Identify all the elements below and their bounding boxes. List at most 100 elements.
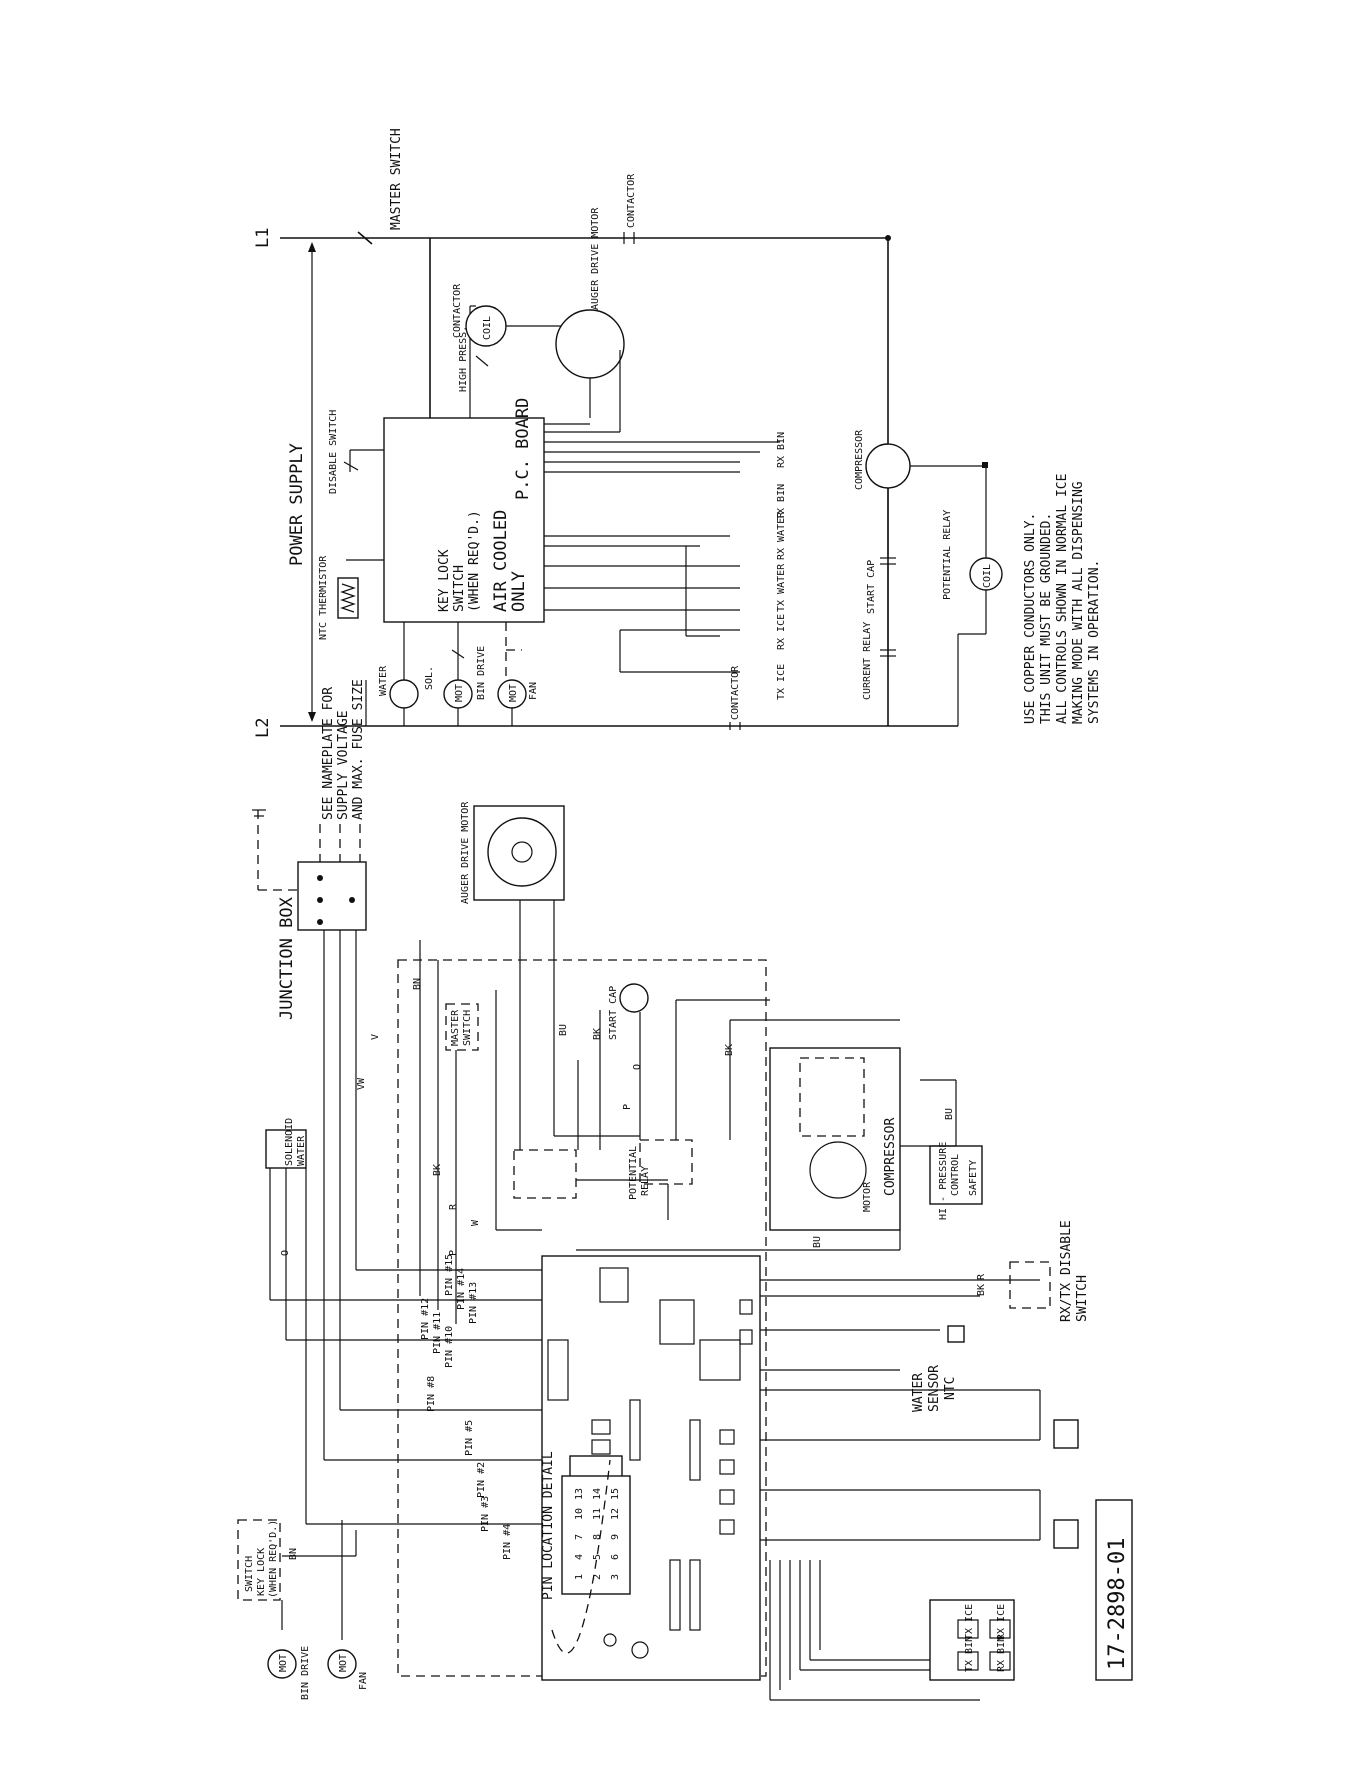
disable-switch-label: DISABLE SWITCH xyxy=(328,410,339,494)
note-line-2: THIS UNIT MUST BE GROUNDED. xyxy=(1039,513,1054,724)
water-sensor-3: NTC xyxy=(943,1377,958,1400)
schematic-notes: USE COPPER CONDUCTORS ONLY. THIS UNIT MU… xyxy=(1023,474,1102,724)
sensor-leads xyxy=(544,441,780,673)
drawing-number-box xyxy=(1095,1499,1133,1681)
sensor-plug-1 xyxy=(1053,1419,1079,1449)
motor-layout-label: MOTOR xyxy=(862,1181,873,1212)
pin-location-connector xyxy=(561,1475,631,1595)
tag-p-1: P xyxy=(622,1104,633,1110)
potential-relay-coil-label: COIL xyxy=(982,564,993,588)
rx-bin-label: RX BIN xyxy=(776,432,787,468)
tag-p-2: P xyxy=(448,1250,459,1256)
mot-bin-label: MOT xyxy=(454,684,465,702)
sol-label: SOL. xyxy=(424,666,435,690)
sensor-rx-bin-label: RX BIN xyxy=(996,1636,1007,1672)
tag-bu-1: BU xyxy=(558,1024,569,1036)
compressor-label: COMPRESSOR xyxy=(854,429,865,490)
start-cap-layout-label: START CAP xyxy=(608,986,619,1040)
pin-grid-13: 13 xyxy=(574,1488,585,1500)
tag-r-1: R xyxy=(448,1203,459,1210)
tag-bu-2: BU xyxy=(812,1236,823,1248)
nameplate-line-1: SEE NAMEPLATE FOR xyxy=(321,687,336,820)
pc-board xyxy=(383,417,545,623)
tag-bk-1: BK xyxy=(592,1028,603,1040)
current-relay-label: CURRENT RELAY xyxy=(862,622,873,700)
key-switch-3: (WHEN REQ'D.) xyxy=(268,1520,279,1598)
pin-8: PIN #8 xyxy=(426,1376,437,1412)
mot-fan-layout-2: FAN xyxy=(358,1672,369,1690)
air-cooled-label-2: ONLY xyxy=(509,571,529,612)
sensor-cluster xyxy=(929,1599,1015,1681)
high-press-label: HIGH PRESS. xyxy=(458,326,469,392)
key-lock-label-3: (WHEN REQ'D.) xyxy=(467,510,482,612)
water-solenoid-coil xyxy=(389,679,419,709)
key-switch-2: KEY LOCK xyxy=(256,1548,267,1596)
tag-r-right: R xyxy=(976,1273,987,1280)
rx-tx-disable-2: SWITCH xyxy=(1075,1275,1090,1322)
note-line-4: MAKING MODE WITH ALL DISPENSING xyxy=(1071,481,1086,724)
harness-wires-left xyxy=(269,900,901,1525)
sensor-rx-ice xyxy=(989,1619,1011,1639)
contactor-coil-label: CONTACTOR xyxy=(452,283,463,338)
pin-13: PIN #13 xyxy=(468,1282,479,1324)
master-switch-layout-1: MASTER xyxy=(450,1009,461,1046)
pin-grid-8: 8 xyxy=(592,1534,603,1540)
pin-grid-10: 10 xyxy=(574,1508,585,1520)
pin-15: PIN #15 xyxy=(444,1254,455,1296)
master-switch-layout-2: SWITCH xyxy=(462,1010,473,1046)
rx-water-label: RX WATER xyxy=(776,511,787,560)
water-sensor-2: SENSOR xyxy=(927,1365,942,1412)
tag-bn-1: BN xyxy=(412,978,423,990)
pc-board-label: P.C. BOARD xyxy=(513,398,533,500)
tag-bn-2: BN xyxy=(288,1548,299,1560)
pc-board-components xyxy=(591,1299,753,1659)
mot-bin-layout-2: BIN DRIVE xyxy=(300,1646,311,1700)
hi-pressure-1: HI - PRESSURE xyxy=(938,1142,949,1220)
note-line-3: ALL CONTROLS SHOWN IN NORMAL ICE xyxy=(1055,474,1070,724)
pin-2: PIN #2 xyxy=(476,1462,487,1498)
safety-label: SAFETY xyxy=(968,1160,979,1196)
master-switch-label: MASTER SWITCH xyxy=(389,128,404,230)
hi-pressure-2: CONTROL xyxy=(950,1154,961,1196)
potential-relay-label: POTENTIAL RELAY xyxy=(942,510,953,600)
mot-fan-label: MOT xyxy=(508,684,519,702)
bin-drive-label: BIN DRIVE xyxy=(476,646,487,700)
start-cap-label: START CAP xyxy=(866,560,877,614)
rx-ice-label: RX ICE xyxy=(776,614,787,650)
water-solenoid-layout xyxy=(265,1129,307,1169)
pin-location-label: PIN LOCATION DETAIL xyxy=(541,1451,556,1600)
pin-4: PIN #4 xyxy=(502,1524,513,1560)
drawing-number: 17-2898-01 xyxy=(1105,1538,1130,1670)
mot-fan-layout-1: MOT xyxy=(338,1654,349,1672)
compressor-schematic xyxy=(865,443,911,489)
l2-label: L2 xyxy=(253,718,273,738)
water-sensor-1: WATER xyxy=(911,1373,926,1412)
compressor-layout-box xyxy=(769,1047,901,1231)
pin-grid-11: 11 xyxy=(592,1508,603,1520)
ladder-schematic: L1 L2 POWER SUPPLY MASTER SWITCH CONTACT… xyxy=(253,128,1102,738)
note-line-5: SYSTEMS IN OPERATION. xyxy=(1087,560,1102,724)
compressor-layout-label: COMPRESSOR xyxy=(883,1118,898,1196)
ntc-label: NTC THERMISTOR xyxy=(318,555,329,640)
pin-grid: 1 4 7 10 13 2 5 8 11 14 3 6 9 12 15 xyxy=(574,1488,621,1580)
pin-11: PIN #11 xyxy=(432,1312,443,1354)
pin-14: PIN #14 xyxy=(456,1268,467,1310)
sensor-rx-bin xyxy=(989,1651,1011,1671)
key-switch-1: SWITCH xyxy=(244,1556,255,1592)
fan-motor-layout xyxy=(327,1649,357,1679)
layout-diagram: JUNCTION BOX SEE NAMEPLATE FOR SUPPLY VO… xyxy=(237,679,1133,1701)
tag-bk-2: BK xyxy=(724,1044,735,1056)
bu-wire-hp: BU xyxy=(944,1108,955,1120)
wire-color-tags: BN VW V BU BK O P BK BK R W O P BU BN xyxy=(280,978,823,1560)
sensor-tx-ice xyxy=(957,1619,979,1639)
pin-12: PIN #12 xyxy=(420,1298,431,1340)
auger-drive-motor-schematic xyxy=(555,309,625,379)
harness-wires-right xyxy=(760,1279,1041,1701)
key-lock-label-1: KEY LOCK xyxy=(437,549,452,612)
water-sensor-ntc xyxy=(947,1325,965,1343)
potential-relay-layout-1: POTENTIAL xyxy=(628,1146,639,1200)
contactor-layout-box xyxy=(513,1149,577,1199)
water-solenoid-2: SOLENOID xyxy=(284,1118,295,1166)
potential-relay-layout-box xyxy=(639,1139,693,1185)
